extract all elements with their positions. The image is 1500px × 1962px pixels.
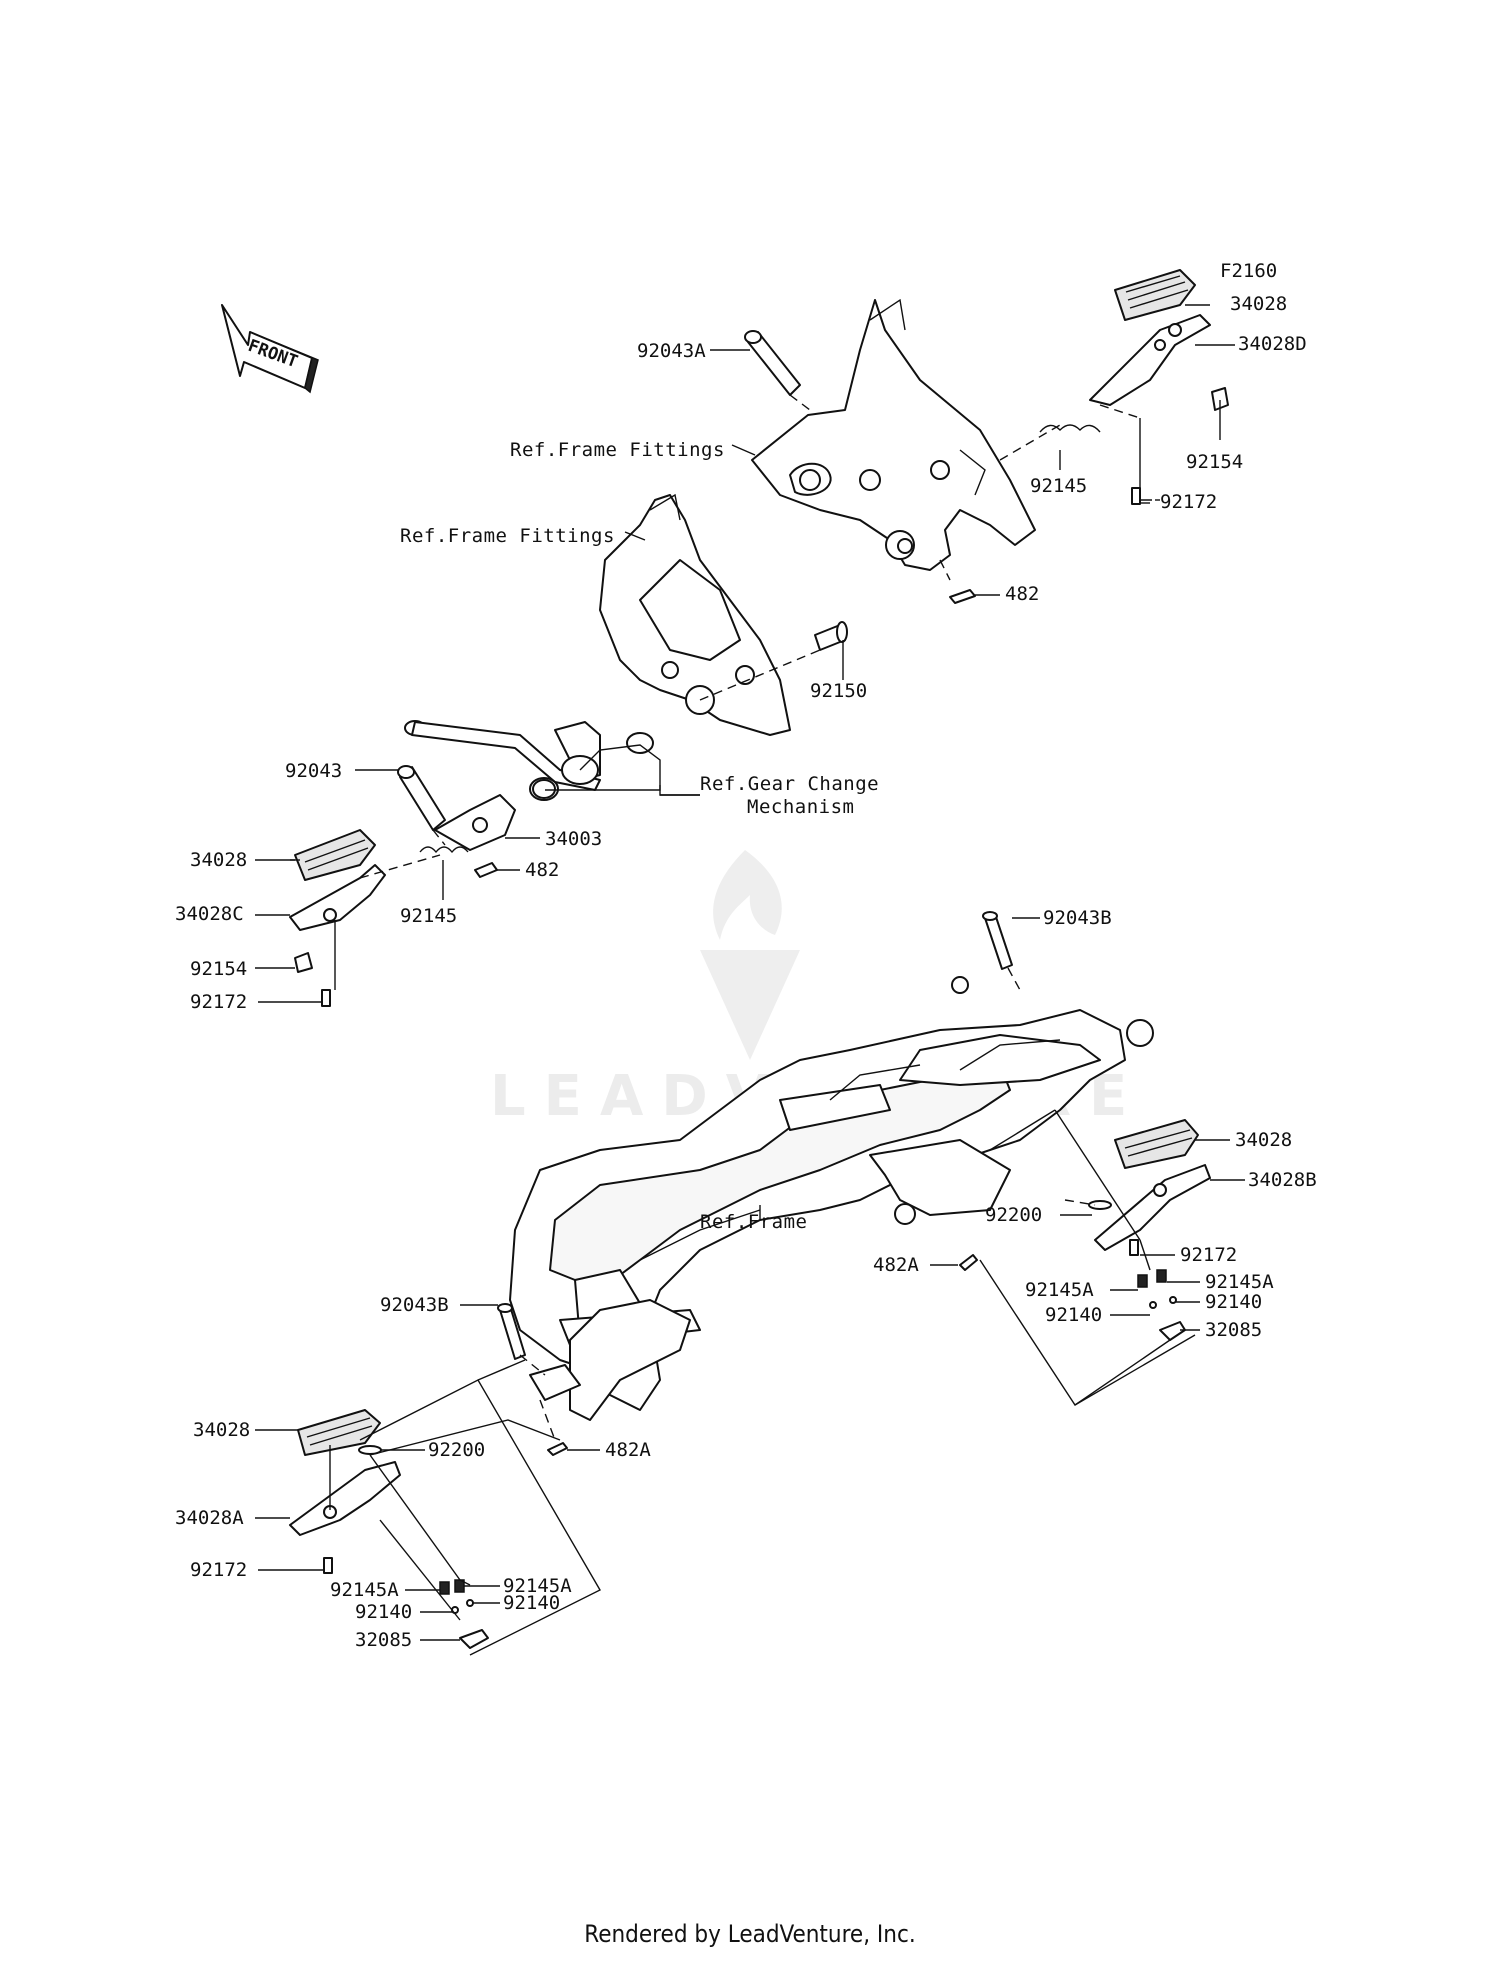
label-92043: 92043 [285,760,342,782]
label-92043b-top: 92043B [1043,907,1112,929]
footpeg-rubber-34028-left [294,829,376,881]
pin-32085-bottom-left [459,1629,489,1649]
ref-frame: Ref.Frame [700,1211,807,1233]
label-92172-right: 92172 [1180,1244,1237,1266]
bolt-92154-left [294,952,313,973]
label-92172-bottom-left: 92172 [190,1559,247,1581]
bolt-92154-top-right [1211,387,1229,411]
label-92172-top-right: 92172 [1160,491,1217,513]
gear-change-lever [404,720,654,801]
footpeg-rubber-34028-top-right [1114,269,1196,321]
label-92145a-right-2: 92145A [1205,1271,1274,1293]
footer-credit: Rendered by LeadVenture, Inc. [584,1920,916,1948]
label-92145-top-right: 92145 [1030,475,1087,497]
pin-92043b-top [982,911,1013,970]
label-92140-right-1: 92140 [1205,1291,1262,1313]
right-footrest-bracket [751,298,1036,571]
label-34028c: 34028C [175,903,244,925]
bolt-92172-bottom-left [323,1557,333,1574]
spring-92145a-right [1137,1269,1167,1288]
washer-92200-right [1088,1200,1112,1210]
part-labels: 34028 34028D 92043A Ref.Frame Fittings 9… [175,293,1317,1651]
bolt-92150 [814,621,848,651]
ball-92140-right [1149,1296,1177,1309]
label-92140-right-2: 92140 [1045,1304,1102,1326]
label-92140-bottom-left-2: 92140 [503,1592,560,1614]
leader-lines [255,304,1245,1656]
spring-92145-top-right [1039,424,1101,433]
footpeg-34028d [1089,314,1211,406]
holder-34003 [434,794,516,851]
label-92043b-left: 92043B [380,1294,449,1316]
label-34028-top-right: 34028 [1230,293,1287,315]
label-34028-bottom-left: 34028 [193,1419,250,1441]
clip-482a-bottom-left [547,1442,568,1456]
washer-ring-left [532,779,556,799]
ref-gear-change-line2: Mechanism [747,796,854,818]
ref-frame-fittings-top: Ref.Frame Fittings [510,439,725,461]
label-34028a: 34028A [175,1507,244,1529]
label-92145a-bottom-left-1: 92145A [330,1579,399,1601]
footpeg-34028b [1094,1164,1211,1251]
left-passenger-bracket [529,1299,691,1421]
spring-92145-left [419,846,469,854]
bolt-92172-top-right [1131,487,1141,505]
spring-92145a-bottom-left [439,1579,465,1595]
label-34028-left: 34028 [190,849,247,871]
bolt-92172-left [321,989,331,1007]
label-92140-bottom-left-1: 92140 [355,1601,412,1623]
label-34028b: 34028B [1248,1169,1317,1191]
left-footrest-bracket [599,493,791,736]
clip-482a-right [959,1254,978,1271]
pin-92043b-left [497,1303,526,1360]
label-92043a: 92043A [637,340,706,362]
front-arrow-icon: FRONT [221,304,319,394]
label-92145a-right-1: 92145A [1025,1279,1094,1301]
main-frame [509,976,1154,1411]
ref-frame-fittings-middle: Ref.Frame Fittings [400,525,615,547]
label-92154-top-right: 92154 [1186,451,1243,473]
clip-482-left [474,862,498,878]
label-32085-right: 32085 [1205,1319,1262,1341]
label-92200-right: 92200 [985,1204,1042,1226]
label-34003: 34003 [545,828,602,850]
label-482a-right: 482A [873,1254,919,1276]
footpeg-34028c [289,864,386,931]
label-482-left: 482 [525,859,559,881]
pin-32085-right [1159,1321,1186,1341]
label-32085-bottom-left: 32085 [355,1629,412,1651]
label-92145a-bottom-left-2: 92145A [503,1575,572,1597]
pin-92043 [397,765,446,831]
label-34028-right: 34028 [1235,1129,1292,1151]
label-92145-left: 92145 [400,905,457,927]
clip-482-top [949,589,976,604]
ball-92140-bottom-left [451,1599,474,1614]
label-482a-bottom-left: 482A [605,1439,651,1461]
label-92150: 92150 [810,680,867,702]
label-92200-bottom-left: 92200 [428,1439,485,1461]
footpeg-rubber-34028-right [1114,1119,1199,1169]
diagram-code: F2160 [1220,260,1277,282]
label-92154-left: 92154 [190,958,247,980]
label-482-top: 482 [1005,583,1039,605]
pin-92043a [744,330,801,396]
ref-gear-change-line1: Ref.Gear Change [700,773,879,795]
bolt-92172-right [1129,1239,1139,1256]
label-92172-left: 92172 [190,991,247,1013]
label-34028d: 34028D [1238,333,1307,355]
